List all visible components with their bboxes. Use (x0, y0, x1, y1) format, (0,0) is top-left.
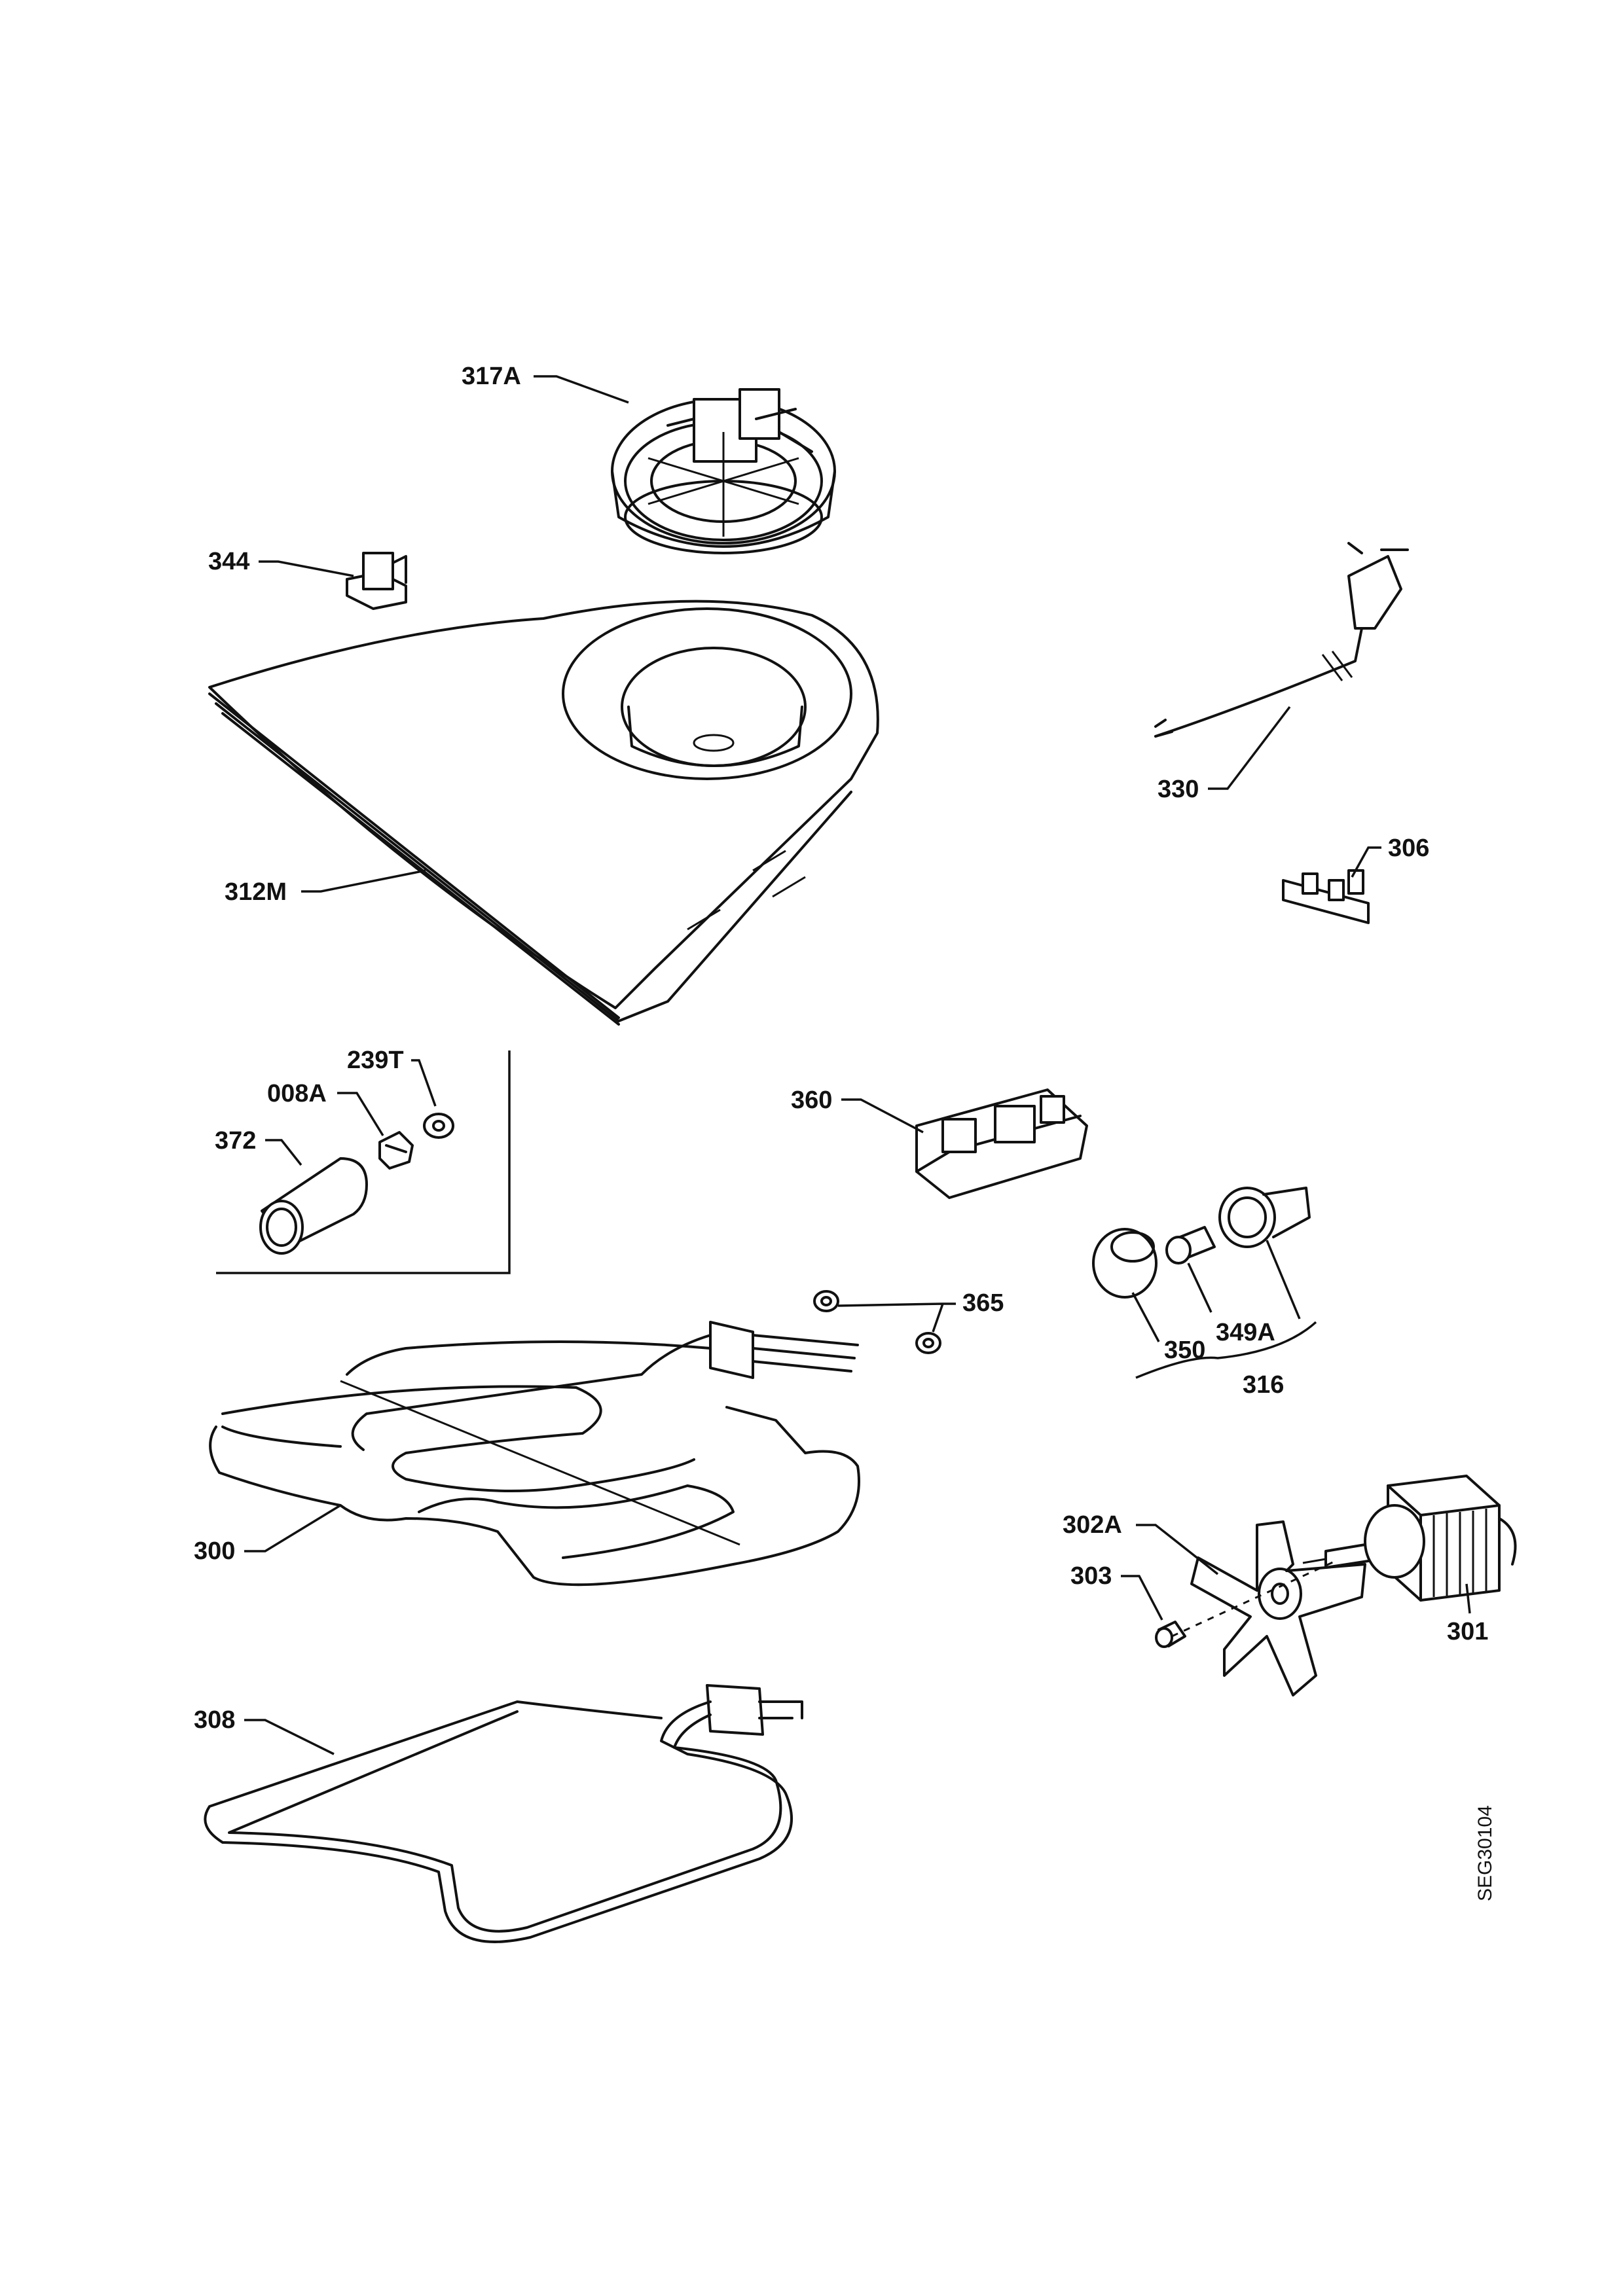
svg-text:300: 300 (194, 1537, 235, 1565)
label-300: 300 (194, 1504, 341, 1565)
fan-axis-line (1171, 1560, 1336, 1638)
label-008A: 008A (267, 1080, 384, 1136)
part-008A-clip (378, 1131, 414, 1170)
part-300-grill-element (209, 1321, 860, 1587)
part-330-power-cable (1154, 542, 1409, 738)
svg-text:306: 306 (1388, 834, 1429, 862)
part-lamp-holder (1218, 1187, 1311, 1248)
part-308-bottom-element (204, 1684, 803, 1943)
label-308: 308 (194, 1706, 335, 1755)
part-365-nuts (813, 1290, 941, 1354)
label-302A: 302A (1063, 1511, 1219, 1575)
part-303-nut (1155, 1621, 1186, 1648)
label-306: 306 (1351, 834, 1429, 878)
label-316: 316 (1243, 1371, 1284, 1399)
svg-text:317A: 317A (462, 363, 521, 390)
bracket-316 (1135, 1321, 1317, 1379)
label-350: 350 (1131, 1292, 1205, 1364)
part-301-fan-motor (1302, 1475, 1517, 1602)
svg-text:312M: 312M (225, 878, 287, 906)
label-239T: 239T (347, 1047, 437, 1107)
inset-frame (216, 1050, 511, 1274)
svg-text:303: 303 (1070, 1562, 1112, 1590)
svg-text:344: 344 (208, 548, 249, 575)
label-330: 330 (1158, 706, 1291, 803)
svg-text:330: 330 (1158, 776, 1199, 803)
svg-text:239T: 239T (347, 1047, 404, 1074)
label-312M: 312M (225, 869, 426, 906)
label-303: 303 (1070, 1562, 1163, 1621)
svg-text:302A: 302A (1063, 1511, 1122, 1539)
svg-text:360: 360 (791, 1086, 832, 1114)
part-350-lamp-cover (1092, 1228, 1158, 1299)
label-349A: 349A (1187, 1240, 1301, 1346)
part-306-terminal-block (1282, 869, 1370, 924)
part-344-switch (346, 552, 407, 610)
part-239T-nut (423, 1113, 454, 1139)
part-372-capacitor (259, 1157, 368, 1255)
part-317A-fan-assembly (611, 388, 836, 554)
svg-text:350: 350 (1164, 1336, 1205, 1364)
svg-text:308: 308 (194, 1706, 235, 1734)
label-372: 372 (215, 1127, 302, 1166)
label-360: 360 (791, 1086, 924, 1134)
part-312M-fan-cover (208, 600, 879, 1026)
label-365: 365 (837, 1289, 1004, 1333)
part-360-control-board (915, 1088, 1088, 1199)
label-344: 344 (208, 548, 354, 577)
part-302A-fan-blade (1190, 1520, 1366, 1696)
svg-text:372: 372 (215, 1127, 256, 1155)
drawing-code: SEG30104 (1474, 1805, 1496, 1901)
label-301: 301 (1447, 1583, 1488, 1645)
svg-text:008A: 008A (267, 1080, 327, 1107)
svg-text:349A: 349A (1216, 1319, 1275, 1346)
label-317A: 317A (462, 363, 629, 404)
svg-text:301: 301 (1447, 1618, 1488, 1645)
svg-text:316: 316 (1243, 1371, 1284, 1399)
part-349A-lamp-bulb (1165, 1226, 1216, 1265)
svg-text:365: 365 (962, 1289, 1004, 1317)
